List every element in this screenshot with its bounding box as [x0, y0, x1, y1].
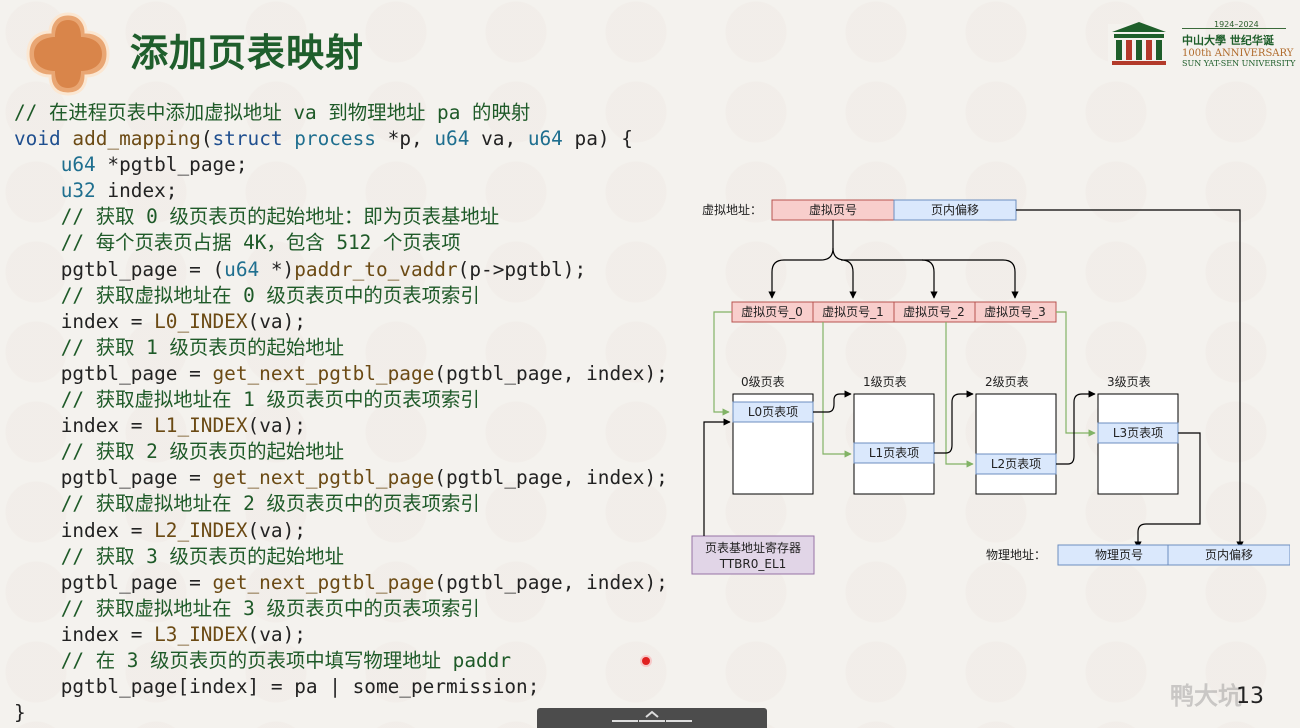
code-line: } [14, 701, 26, 725]
page-table-diagram: 虚拟地址： 虚拟页号 页内偏移 虚拟页号_0 虚拟页号_1 虚拟页号_2 虚拟页… [691, 199, 1290, 575]
title-badge-icon [26, 12, 110, 96]
code-line: void add_mapping(struct process *p, u64 … [14, 127, 633, 151]
green-arrow-vpn0 [713, 311, 732, 416]
green-arrow-vpn2 [945, 322, 974, 468]
code-line: index = L2_INDEX(va); [60, 518, 306, 542]
virtual-address-label: 虚拟地址： [702, 203, 762, 217]
laser-pointer-dot [642, 657, 650, 665]
code-line: // 获取虚拟地址在 3 级页表页中的页表项索引 [14, 596, 480, 620]
level3-title: 3级页表 [1107, 375, 1151, 389]
arrow-to-vpn3 [922, 259, 1019, 299]
code-line: pgtbl_page = get_next_pgtbl_page(pgtbl_p… [60, 466, 668, 490]
code-line: // 获取虚拟地址在 2 级页表页中的页表项索引 [14, 492, 480, 516]
pa-offset-label: 页内偏移 [1205, 547, 1253, 562]
code-line: pgtbl_page[index] = pa | some_permission… [60, 675, 540, 699]
player-control-bar[interactable] [537, 708, 767, 728]
chevron-up-icon[interactable] [644, 710, 660, 718]
code-line: index = L1_INDEX(va); [60, 414, 306, 438]
arrow-to-vpn1 [832, 247, 857, 299]
arrow-l2-to-l3 [1056, 390, 1096, 465]
code-line: // 获取 3 级页表页的起始地址 [14, 544, 345, 568]
code-line: // 获取 2 级页表页的起始地址 [14, 440, 345, 464]
level2-title: 2级页表 [985, 375, 1029, 389]
logo-years: 1924–2024 [1214, 20, 1259, 29]
code-line: pgtbl_page = get_next_pgtbl_page(pgtbl_p… [60, 361, 668, 385]
logo-divider [1182, 28, 1286, 29]
code-line: u64 *pgtbl_page; [60, 153, 248, 177]
level1-title: 1级页表 [863, 375, 907, 389]
arrow-l1-to-l2 [934, 390, 974, 454]
arrow-l0-to-l1 [813, 390, 852, 413]
code-line: index = L3_INDEX(va); [60, 622, 306, 646]
code-line: // 获取虚拟地址在 1 级页表页中的页表项索引 [14, 388, 480, 412]
code-line: u32 index; [60, 179, 178, 203]
vpn3-label: 虚拟页号_3 [984, 305, 1046, 319]
green-arrow-vpn1 [822, 322, 852, 458]
physical-address-label: 物理地址： [986, 548, 1046, 562]
level0-entry-label: L0页表项 [748, 405, 798, 419]
vpn1-label: 虚拟页号_1 [822, 305, 884, 319]
code-line: // 在进程页表中添加虚拟地址 va 到物理地址 pa 的映射 [14, 101, 531, 124]
arrow-to-vpn2 [845, 259, 938, 299]
level0-title: 0级页表 [741, 375, 785, 389]
base-register-box [691, 535, 815, 575]
university-logo [1108, 22, 1170, 66]
logo-anniversary: 100th ANNIVERSARY [1182, 48, 1294, 59]
arrow-l3-to-physical [1134, 432, 1201, 549]
slide-title: 添加页表映射 [130, 31, 365, 75]
ppn-label: 物理页号 [1095, 548, 1143, 562]
arrow-register-to-l0 [703, 418, 731, 536]
pa-offset-field [1167, 544, 1290, 566]
level3-entry-label: L3页表项 [1113, 426, 1163, 440]
level3-table [1097, 393, 1179, 495]
watermark-text: 鸭大坑 [1170, 682, 1242, 710]
code-line: // 每个页表页占据 4K，包含 512 个页表项 [14, 231, 461, 255]
code-line: pgtbl_page = (u64 *)paddr_to_vaddr(p->pg… [60, 257, 587, 281]
logo-university: SUN YAT-SEN UNIVERSITY [1182, 59, 1296, 68]
code-line: // 获取虚拟地址在 0 级页表页中的页表项索引 [14, 283, 480, 307]
level1-entry-label: L1页表项 [869, 446, 919, 460]
logo-name: 中山大學 世纪华诞 [1182, 34, 1274, 47]
vpn2-label: 虚拟页号_2 [903, 305, 965, 319]
code-line: index = L0_INDEX(va); [60, 309, 306, 333]
code-line: // 在 3 级页表页的页表项中填写物理地址 paddr [14, 648, 512, 672]
page-number: 13 [1236, 684, 1264, 709]
level2-table [975, 393, 1057, 495]
base-register-title: 页表基地址寄存器 [705, 540, 801, 555]
code-block: // 在进程页表中添加虚拟地址 va 到物理地址 pa 的映射 void add_… [14, 100, 668, 726]
player-dash-left [612, 720, 638, 722]
offset-label: 页内偏移 [931, 202, 979, 217]
code-line: // 获取 0 级页表页的起始地址：即为页表基地址 [14, 205, 500, 229]
arrow-to-vpn0 [768, 220, 834, 299]
base-register-name: TTBR0_EL1 [719, 557, 787, 571]
vpn-label: 虚拟页号 [809, 203, 857, 217]
green-arrow-vpn3 [1056, 311, 1096, 437]
level2-entry-label: L2页表项 [991, 457, 1041, 471]
code-line: pgtbl_page = get_next_pgtbl_page(pgtbl_p… [60, 570, 668, 594]
player-dash-center [639, 720, 665, 722]
player-dash-right [666, 720, 692, 722]
arrow-offset-to-physical [1016, 209, 1244, 549]
code-line: // 获取 1 级页表页的起始地址 [14, 335, 345, 359]
vpn0-label: 虚拟页号_0 [741, 305, 803, 319]
